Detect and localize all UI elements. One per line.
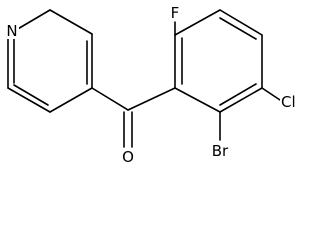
bond-b6-b1 <box>174 87 221 113</box>
bond-c5-c6-inner <box>13 84 49 106</box>
bond-pyridine-carbonyl <box>91 87 129 111</box>
bond-b3-b4 <box>219 9 263 36</box>
bond-b5-b6-inner <box>219 83 257 106</box>
bond-c2-c3 <box>49 9 93 35</box>
benzene-ring <box>174 9 263 113</box>
atom-label-fluorine: F <box>169 4 182 22</box>
svg-text:Br: Br <box>212 142 229 160</box>
atom-label-nitrogen: N <box>5 22 19 40</box>
bond-n-c2 <box>15 9 51 31</box>
atom-label-chlorine: Cl <box>280 93 300 111</box>
svg-text:O: O <box>122 148 134 166</box>
bond-b2-b3 <box>174 9 221 36</box>
atom-label-oxygen: O <box>121 148 135 166</box>
svg-text:F: F <box>171 4 180 22</box>
atom-label-bromine: Br <box>209 142 231 160</box>
bond-chlorine <box>261 87 281 101</box>
svg-text:Cl: Cl <box>281 93 296 111</box>
bond-c4-c5 <box>49 87 93 113</box>
bond-carbonyl-benzene <box>127 87 176 111</box>
chemical-structure-diagram: N O F Br Cl <box>5 4 300 166</box>
svg-text:N: N <box>6 22 17 40</box>
bond-b3-b4-inner <box>219 17 257 40</box>
bond-b5-b6 <box>219 87 263 113</box>
bond-c5-c6 <box>7 87 51 113</box>
pyridine-ring <box>7 9 93 113</box>
carbonyl-group <box>123 111 133 148</box>
